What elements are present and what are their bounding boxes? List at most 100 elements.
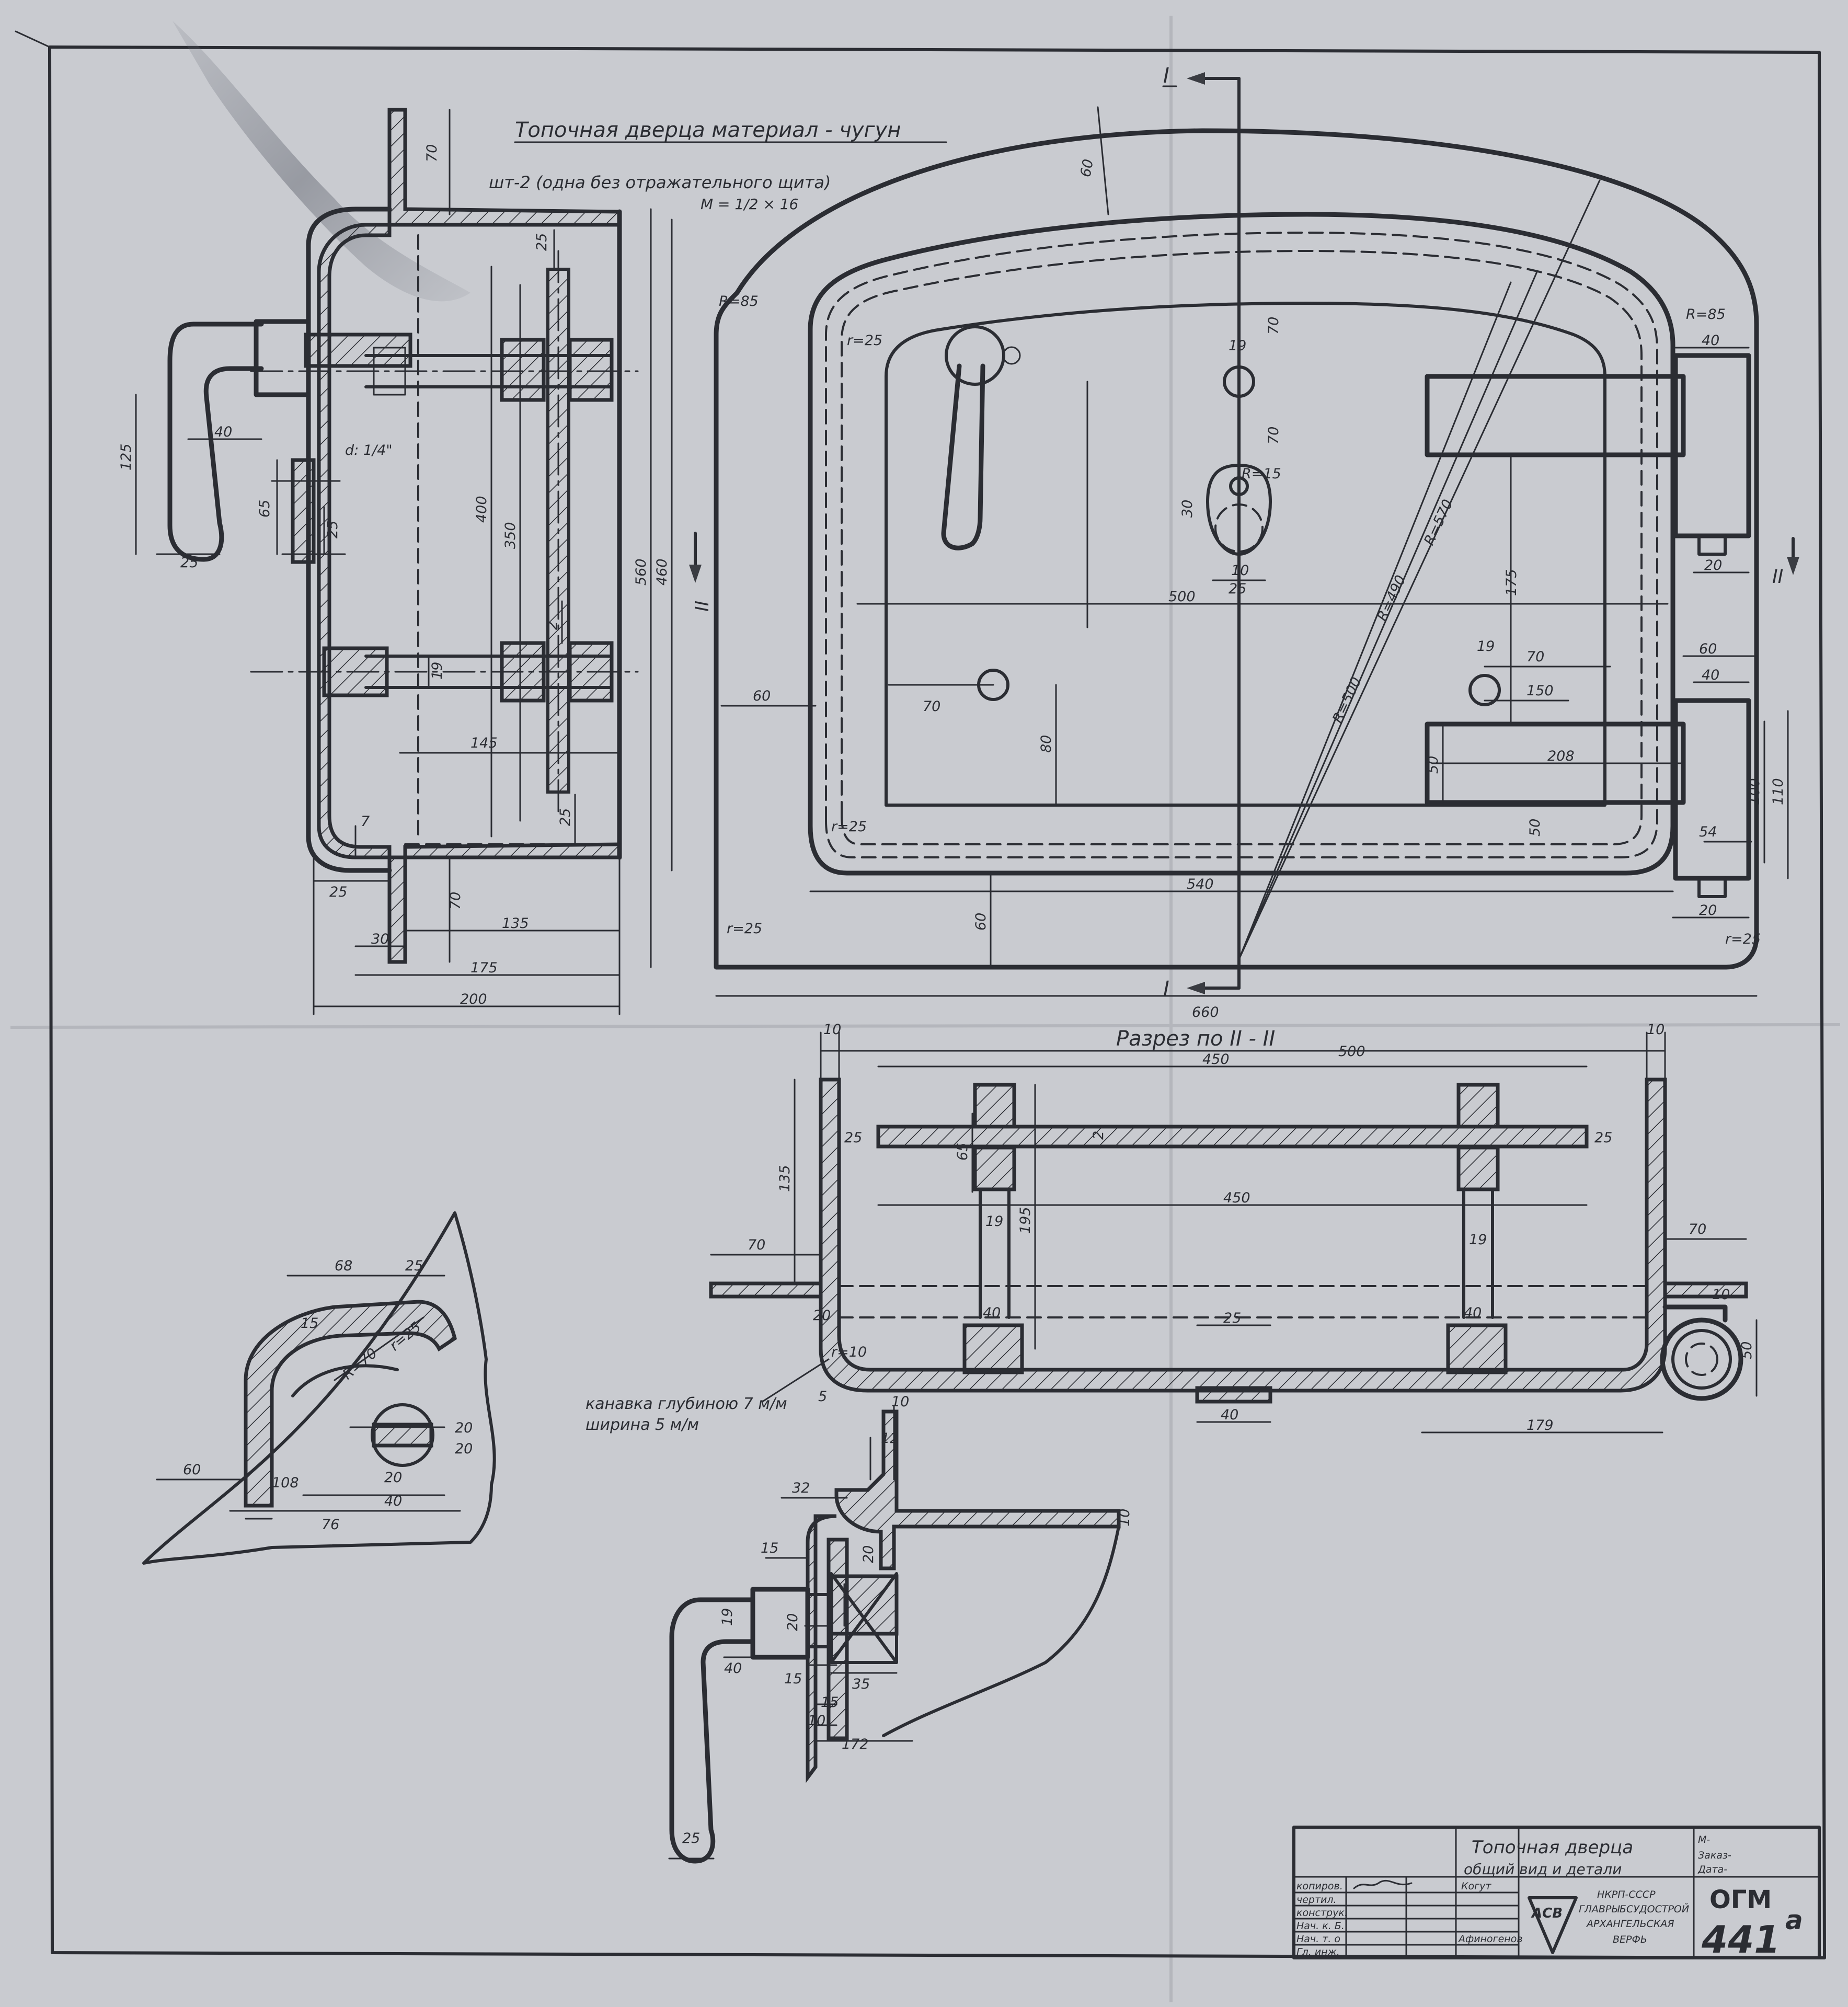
org-line-4: ВЕРФЬ xyxy=(1613,1934,1647,1945)
dim-front-22: 70 xyxy=(923,698,940,715)
dim-front-13: R=490 xyxy=(1374,573,1409,624)
dim-side-14: 25 xyxy=(329,884,347,900)
dim-sec-11: 70 xyxy=(748,1237,765,1253)
dim-sec-20: r=10 xyxy=(831,1344,867,1360)
detail-a-break-outline xyxy=(142,1211,496,1565)
dim-sec-8: 450 xyxy=(1223,1190,1250,1206)
section-mark-one: I I xyxy=(1162,64,1241,1001)
dim-side-21: 560 xyxy=(633,558,649,586)
dim-db-8: 15 xyxy=(784,1671,802,1687)
dim-da-0: 68 xyxy=(335,1258,352,1274)
front-view: 60 R=85 R=85 40 19 70 70 R=15 30 10 25 5… xyxy=(714,106,1789,1020)
title-block-field-zakaz: Заказ- xyxy=(1698,1850,1731,1861)
dim-da-11: 76 xyxy=(322,1517,339,1533)
section-mark-two: II II xyxy=(689,532,1799,612)
dim-side-12: 145 xyxy=(470,735,498,751)
dim-front-4: 19 xyxy=(1229,338,1246,354)
side-latch xyxy=(291,458,316,564)
dim-front-34: 660 xyxy=(1192,1004,1219,1020)
front-hole-right xyxy=(1468,674,1501,706)
dim-db-11: 10 xyxy=(808,1713,825,1729)
shipyard-logo: АСВ xyxy=(1528,1896,1578,1954)
dim-front-26: 100 xyxy=(1747,778,1763,805)
dim-side-6: 25 xyxy=(180,555,198,571)
dim-sec-23: 179 xyxy=(1526,1417,1554,1433)
dim-front-3: 40 xyxy=(1702,332,1719,349)
dim-front-10: 25 xyxy=(1229,581,1246,597)
dim-db-14: 25 xyxy=(682,1830,700,1847)
front-frame-outline xyxy=(714,128,1759,970)
section-label: Разрез по II - II xyxy=(1116,1027,1275,1051)
dim-front-38: r=25 xyxy=(847,332,882,349)
detail-a-section xyxy=(244,1300,457,1508)
dim-sec-4: 25 xyxy=(844,1130,862,1146)
dim-db-7: 40 xyxy=(724,1660,742,1677)
section-mark-one-top: I xyxy=(1163,64,1169,88)
dim-sec-22: 40 xyxy=(1221,1407,1238,1423)
org-line-1: НКРП-СССР xyxy=(1597,1889,1656,1900)
dim-sec-24: 50 xyxy=(1739,1341,1755,1359)
dim-sec-10: 195 xyxy=(1017,1207,1034,1234)
dim-db-12: 10 xyxy=(1117,1509,1133,1527)
dim-side-19: 175 xyxy=(470,960,498,976)
dim-side-9: 350 xyxy=(502,522,519,549)
dim-side-17: 30 xyxy=(371,931,389,947)
dim-da-2: 15 xyxy=(301,1315,318,1332)
dim-front-0: 60 xyxy=(1077,158,1096,178)
dim-sec-9: 135 xyxy=(777,1165,793,1192)
dim-front-24: 208 xyxy=(1547,748,1575,764)
dim-front-20: 150 xyxy=(1526,683,1554,699)
detail-b-frame-section xyxy=(834,1409,1121,1570)
dim-front-15: 175 xyxy=(1503,569,1520,596)
front-handle xyxy=(941,363,985,551)
dim-front-9: 10 xyxy=(1231,563,1249,579)
title-block-copied-by: Когут xyxy=(1461,1880,1491,1892)
dim-sec-7: 2 xyxy=(1091,1131,1107,1140)
title-block-field-data: Дата- xyxy=(1697,1864,1727,1875)
title-block: Топочная дверца общий вид и детали М- За… xyxy=(1292,1826,1821,1962)
dim-sec-3: 500 xyxy=(1338,1043,1365,1060)
dim-side-11: 19 xyxy=(429,662,445,680)
dim-front-30: 20 xyxy=(1704,557,1722,574)
frame-corner xyxy=(15,30,51,48)
role-2: конструк. xyxy=(1296,1907,1348,1919)
title-line-1: Топочная дверца материал - чугун xyxy=(515,118,901,142)
dim-side-15: 7 xyxy=(361,813,370,830)
dim-db-9: 35 xyxy=(852,1676,870,1692)
dim-sec-2: 450 xyxy=(1202,1051,1230,1068)
role-3: Нач. к. Б. xyxy=(1296,1920,1345,1932)
section-deflector-plate xyxy=(876,1125,1589,1149)
drawing-code: ОГМ xyxy=(1709,1885,1772,1914)
dim-front-2: R=85 xyxy=(1686,306,1726,323)
front-hinge-top-strap xyxy=(1425,374,1686,457)
dim-sec-1: 10 xyxy=(1647,1022,1665,1038)
dim-front-17: 40 xyxy=(1702,667,1719,683)
drawing-number-suffix: а xyxy=(1785,1905,1803,1935)
dim-sec-5: 25 xyxy=(1594,1130,1612,1146)
dim-da-6: 60 xyxy=(183,1462,201,1478)
dim-front-7: R=15 xyxy=(1242,466,1281,482)
dim-front-21: 60 xyxy=(753,688,771,704)
dim-front-5: 70 xyxy=(1266,317,1282,335)
section-mark-one-bottom: I xyxy=(1163,977,1169,1001)
signature xyxy=(1353,1879,1413,1889)
dim-front-16: 60 xyxy=(1699,641,1717,657)
role-1: чертил. xyxy=(1296,1894,1337,1906)
dim-side-20: 200 xyxy=(460,991,487,1007)
front-peephole-cover xyxy=(1206,464,1272,556)
dim-sec-18: 25 xyxy=(1223,1310,1241,1326)
sheet-frame xyxy=(48,45,1826,1959)
dim-sec-15: 10 xyxy=(1712,1287,1730,1303)
role-0: копиров. xyxy=(1296,1880,1343,1892)
section-view: Разрез по II - II xyxy=(709,1022,1758,1433)
dim-db-2: 32 xyxy=(792,1480,810,1496)
dim-sec-6: 65 xyxy=(955,1143,971,1161)
dim-db-10: 15 xyxy=(821,1694,839,1711)
dim-front-18: 19 xyxy=(1477,638,1495,655)
dim-db-0: 10 xyxy=(891,1394,909,1410)
dim-front-32: 540 xyxy=(1187,876,1214,892)
dim-da-5: 20 xyxy=(455,1420,473,1436)
detail-b: 10 12 32 15 20 20 19 40 15 35 15 10 10 1… xyxy=(668,1394,1133,1864)
